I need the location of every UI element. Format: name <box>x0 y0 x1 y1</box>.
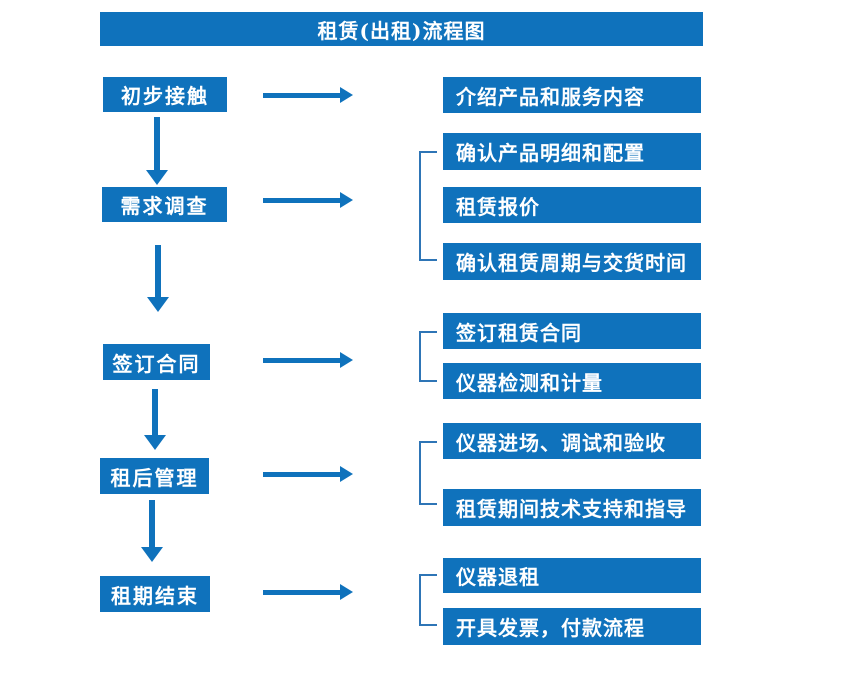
output-box-confirm-product-details: 确认产品明细和配置 <box>443 133 701 170</box>
down-arrow-icon-2 <box>147 245 169 312</box>
output-box-intro-products-services: 介绍产品和服务内容 <box>443 77 701 113</box>
output-box-invoice-payment-process: 开具发票，付款流程 <box>443 608 701 645</box>
output-box-instrument-setup-acceptance: 仪器进场、调试和验收 <box>443 423 701 459</box>
output-box-tech-support-guidance: 租赁期间技术支持和指导 <box>443 489 701 526</box>
right-arrow-icon-5 <box>263 584 353 601</box>
down-arrow-icon-1 <box>146 117 168 185</box>
group-bracket-lease-end <box>419 574 437 626</box>
output-box-confirm-period-delivery: 确认租赁周期与交货时间 <box>443 243 701 280</box>
stage-box-post-rental-mgmt: 租后管理 <box>100 458 209 494</box>
stage-box-lease-end: 租期结束 <box>100 576 210 612</box>
stage-box-demand-survey: 需求调查 <box>102 187 227 222</box>
output-box-rental-quotation: 租赁报价 <box>443 187 701 223</box>
output-box-instrument-return: 仪器退租 <box>443 558 701 593</box>
group-bracket-demand-survey <box>419 151 437 261</box>
group-bracket-sign-contract <box>419 331 437 382</box>
group-bracket-post-rental-mgmt <box>419 441 437 505</box>
right-arrow-icon-4 <box>263 466 353 483</box>
output-box-sign-rental-contract: 签订租赁合同 <box>443 313 701 349</box>
stage-box-initial-contact: 初步接触 <box>103 77 227 112</box>
flowchart-title: 租赁(出租)流程图 <box>100 12 703 46</box>
right-arrow-icon-3 <box>263 352 353 369</box>
right-arrow-icon-1 <box>263 87 353 104</box>
right-arrow-icon-2 <box>263 192 353 209</box>
output-box-instrument-test-metering: 仪器检测和计量 <box>443 363 701 399</box>
stage-box-sign-contract: 签订合同 <box>103 344 210 380</box>
down-arrow-icon-3 <box>144 389 166 450</box>
down-arrow-icon-4 <box>141 500 163 562</box>
